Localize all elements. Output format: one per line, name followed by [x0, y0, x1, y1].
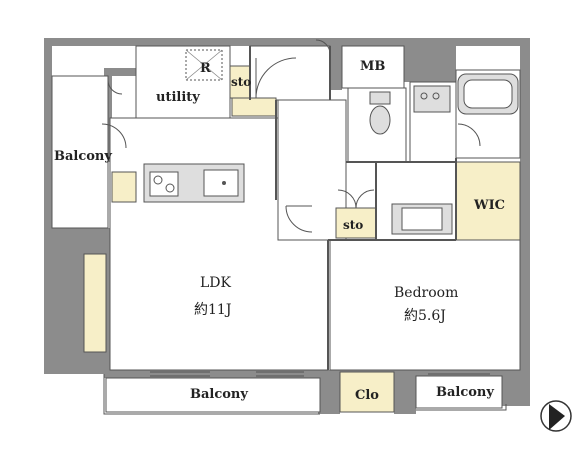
- sto-mid-label: sto: [343, 218, 363, 232]
- refrigerator-box: [185, 49, 223, 81]
- balcony-left-label: Balcony: [54, 149, 112, 164]
- left-balcony-floor: [51, 75, 109, 229]
- door-swings: [101, 39, 481, 233]
- kitchen-counter: [143, 163, 245, 203]
- corridor-floor: [277, 99, 347, 241]
- ldk-storage-left: [83, 253, 107, 353]
- mb-floor: [341, 45, 405, 89]
- utility-label: utility: [156, 90, 200, 105]
- ldk-size-label: 約11J: [194, 302, 231, 318]
- storage-strip: [231, 97, 277, 117]
- wic-label: WIC: [473, 198, 505, 213]
- mb-label: MB: [360, 59, 385, 74]
- bedroom-floor: [329, 239, 521, 371]
- entry-floor: [249, 45, 331, 101]
- balcony-bottom-label: Balcony: [190, 387, 248, 402]
- storage-areas: [83, 65, 521, 413]
- sto-top-label: sto: [231, 75, 251, 89]
- windows: [150, 369, 490, 377]
- vanity-icon: [391, 203, 453, 235]
- bedroom-name-label: Bedroom: [394, 285, 458, 301]
- toilet-icon: [369, 91, 391, 135]
- bedroom-size-label: 約5.6J: [404, 308, 446, 324]
- north-arrow-icon: [540, 400, 572, 432]
- balcony-rails: [103, 374, 507, 415]
- sto-mid-floor: [335, 207, 377, 239]
- washbasin-icon: [413, 85, 451, 113]
- clo-floor: [339, 371, 395, 413]
- bottom-balcony-floor: [105, 377, 321, 413]
- balcony-right-label: Balcony: [436, 385, 494, 400]
- wic-floor: [455, 161, 521, 241]
- ldk-name-label: LDK: [200, 275, 232, 291]
- refrigerator-label: R: [200, 61, 211, 76]
- right-balcony-floor: [415, 375, 503, 409]
- storage-small: [111, 171, 137, 203]
- bathtub-icon: [457, 73, 519, 115]
- clo-label: Clo: [355, 388, 379, 403]
- partitions: [249, 46, 457, 370]
